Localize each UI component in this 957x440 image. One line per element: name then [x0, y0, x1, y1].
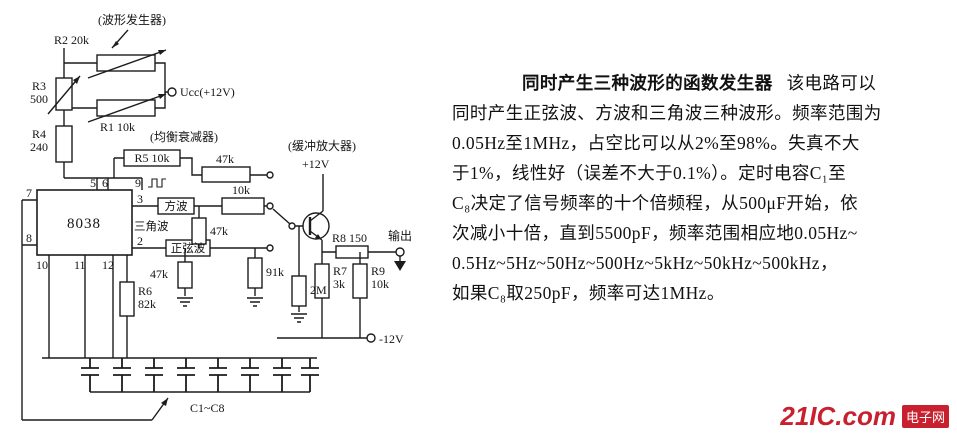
r8-label: R8 150 — [332, 231, 367, 245]
power-rail-left — [63, 48, 143, 190]
r5-label: R5 10k — [134, 151, 169, 165]
ground-icon — [247, 297, 263, 307]
resistor-r7 — [314, 252, 330, 338]
resistor-r4 — [55, 125, 73, 163]
r6-name-label: R6 — [138, 284, 152, 298]
r4-name-label: R4 — [32, 127, 46, 141]
r6-value-label: 82k — [138, 297, 156, 311]
pin5-label: 5 — [90, 176, 96, 190]
resistor-r2 — [64, 49, 168, 93]
ucc-label: Ucc(+12V) — [180, 85, 235, 99]
r9-name-label: R9 — [371, 264, 385, 278]
ic-name-label: 8038 — [67, 216, 101, 232]
resistor-2m — [291, 226, 307, 323]
transistor-q1 — [302, 174, 330, 252]
pin2-label: 2 — [137, 234, 143, 248]
resistor-r9 — [352, 252, 368, 338]
pin12-label: 12 — [102, 258, 114, 272]
pin9-label: 9 — [135, 176, 141, 190]
output-label: 输出 — [388, 228, 412, 243]
resistor-91k — [247, 248, 263, 307]
minus12-label: -12V — [379, 332, 404, 346]
pin10-label: 10 — [36, 258, 48, 272]
r2-label: R2 20k — [54, 33, 89, 47]
pin7-label: 7 — [26, 186, 32, 200]
r4-value-label: 240 — [30, 140, 48, 154]
output-arrow-icon — [394, 261, 406, 271]
r3-name-label: R3 — [32, 79, 46, 93]
r1-label: R1 10k — [100, 120, 135, 134]
article-title: 同时产生三种波形的函数发生器 — [522, 73, 773, 93]
pin11-label: 11 — [74, 258, 86, 272]
ground-icon — [177, 297, 193, 307]
article-line: 0.05Hz至1MHz，占空比可以从2%至98%。失真不大 — [452, 133, 860, 153]
resistor-r1 — [64, 92, 167, 123]
ucc-terminal — [167, 87, 177, 97]
resistor-r8 — [322, 245, 396, 259]
annotation-arrow — [111, 29, 129, 49]
triangle-wave-label: 三角波 — [134, 220, 169, 233]
caps-label: C1~C8 — [190, 401, 225, 415]
article-line: 次减小十倍，直到5500pF，频率范围相应地0.05Hz~ — [452, 223, 858, 243]
capacitor-bank — [42, 357, 319, 393]
ic-bottom-stubs — [48, 255, 114, 358]
resistor-r5 — [113, 149, 202, 178]
r47k-mid-label: 47k — [210, 224, 228, 238]
article-line: C₈决定了信号频率的十个倍频程，从500μF开始，依 — [452, 193, 859, 213]
article-line: 0.5Hz~5Hz~50Hz~500Hz~5kHz~50kHz~500kHz， — [452, 253, 838, 273]
resistor-47k-top — [201, 166, 267, 183]
article-title-rest: 该电路可以 — [786, 73, 877, 93]
resistor-r3 — [47, 75, 81, 115]
circuit-schematic: (波形发生器) R2 20k R3 500 R1 10k R4 240 Ucc(… — [21, 12, 412, 421]
resistor-47k-low — [177, 248, 193, 307]
pin8-label: 8 — [26, 231, 32, 245]
r10k-label: 10k — [232, 183, 250, 197]
pin3-label: 3 — [137, 192, 143, 206]
minus12-rail — [277, 333, 376, 343]
left-loop-wire — [21, 199, 169, 421]
brand-tag: 电子网 — [901, 405, 949, 428]
resistor-r6 — [119, 255, 135, 358]
r47k-top-label: 47k — [216, 152, 234, 166]
output-terminal — [394, 247, 406, 271]
cap-selector-arrow-icon — [161, 398, 168, 406]
r7-value-label: 3k — [333, 277, 345, 291]
site-watermark: 21IC.com 电子网 — [780, 401, 949, 432]
r3-value-label: 500 — [30, 92, 48, 106]
buffer-amplifier-label: (缓冲放大器) — [288, 138, 356, 153]
capacitor — [81, 358, 319, 392]
article-line: 同时产生三种波形的函数发生器该电路可以 — [452, 68, 954, 98]
square-wave-icon — [148, 178, 166, 188]
ground-icon — [291, 313, 307, 323]
r2m-label: 2M — [310, 283, 327, 297]
pin6-label: 6 — [102, 176, 108, 190]
square-wave-label: 方波 — [165, 199, 188, 213]
description-text: 同时产生三种波形的函数发生器该电路可以 同时产生正弦波、方波和三角波三种波形。频… — [452, 68, 954, 308]
article-line: 同时产生正弦波、方波和三角波三种波形。频率范围为 — [452, 103, 882, 123]
plus12-label: +12V — [302, 157, 330, 171]
sine-wave-label: 正弦波 — [171, 241, 206, 255]
resistor-47k-mid — [191, 206, 207, 248]
article-line: 于1%，线性好（误差不大于0.1%）。定时电容C₁至 — [452, 163, 847, 183]
balance-attenuator-label: (均衡衰减器) — [150, 129, 218, 144]
article-line: 如果C₈取250pF，频率可达1MHz。 — [452, 283, 725, 303]
waveform-selector-switch — [266, 171, 303, 252]
r9-value-label: 10k — [371, 277, 389, 291]
r7-name-label: R7 — [333, 264, 347, 278]
r47k-low-label: 47k — [150, 267, 168, 281]
brand-logo: 21IC.com — [780, 401, 896, 431]
r91k-label: 91k — [266, 265, 284, 279]
waveform-generator-label: (波形发生器) — [98, 12, 166, 27]
